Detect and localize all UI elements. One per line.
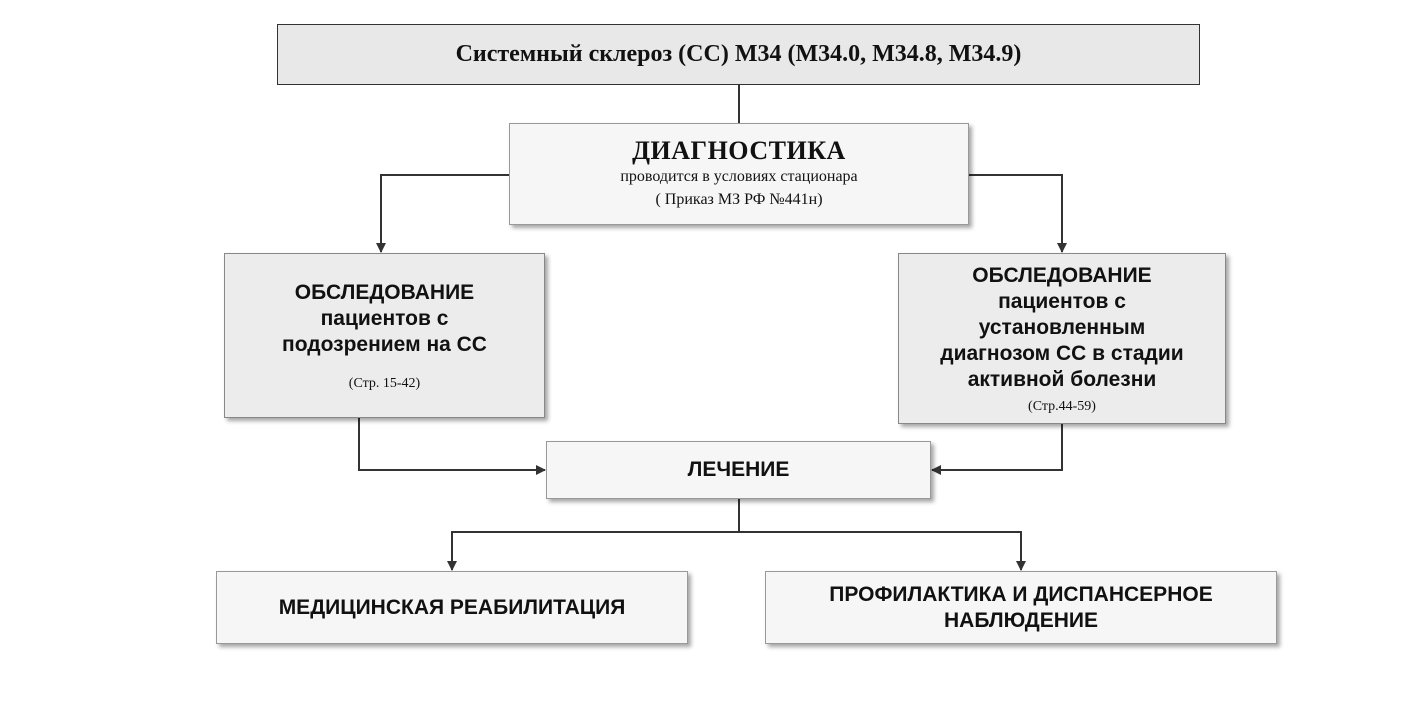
suspected-to-treatment-arrow: [358, 418, 546, 475]
exam-active-box: ОБСЛЕДОВАНИЕ пациентов с установленным д…: [898, 253, 1226, 424]
exam-suspected-box: ОБСЛЕДОВАНИЕ пациентов с подозрением на …: [224, 253, 545, 418]
exam-active-pages: (Стр.44-59): [1028, 398, 1096, 414]
prophylaxis-text: ПРОФИЛАКТИКА И ДИСПАНСЕРНОЕ НАБЛЮДЕНИЕ: [829, 582, 1213, 632]
prophylaxis-box: ПРОФИЛАКТИКА И ДИСПАНСЕРНОЕ НАБЛЮДЕНИЕ: [765, 571, 1277, 644]
diagnostics-to-active-arrow: [969, 174, 1067, 253]
diagnostics-subtitle: проводится в условиях стационара: [620, 168, 858, 185]
treatment-box: ЛЕЧЕНИЕ: [546, 441, 931, 499]
rehabilitation-text: МЕДИЦИНСКАЯ РЕАБИЛИТАЦИЯ: [278, 595, 626, 619]
treatment-to-rehab-arrow: [447, 531, 739, 571]
exam-suspected-text: ОБСЛЕДОВАНИЕ пациентов с подозрением на …: [282, 280, 487, 356]
diagram-title: Системный склероз (СС) М34 (М34.0, М34.8…: [455, 41, 1022, 67]
exam-suspected-pages: (Стр. 15-42): [348, 375, 421, 391]
exam-active-text: ОБСЛЕДОВАНИЕ пациентов с установленным д…: [940, 263, 1184, 391]
diagnostics-to-suspected-arrow: [376, 174, 509, 253]
rehabilitation-box: МЕДИЦИНСКАЯ РЕАБИЛИТАЦИЯ: [216, 571, 688, 644]
diagnostics-title: ДИАГНОСТИКА: [632, 136, 846, 165]
active-to-treatment-arrow: [931, 424, 1063, 475]
diagnostics-reference: ( Приказ МЗ РФ №441н): [655, 191, 823, 208]
treatment-to-prophylaxis-arrow: [739, 531, 1026, 571]
diagnostics-box: ДИАГНОСТИКА проводится в условиях стацио…: [509, 123, 969, 225]
title-box: Системный склероз (СС) М34 (М34.0, М34.8…: [277, 24, 1200, 85]
treatment-text: ЛЕЧЕНИЕ: [687, 458, 790, 481]
